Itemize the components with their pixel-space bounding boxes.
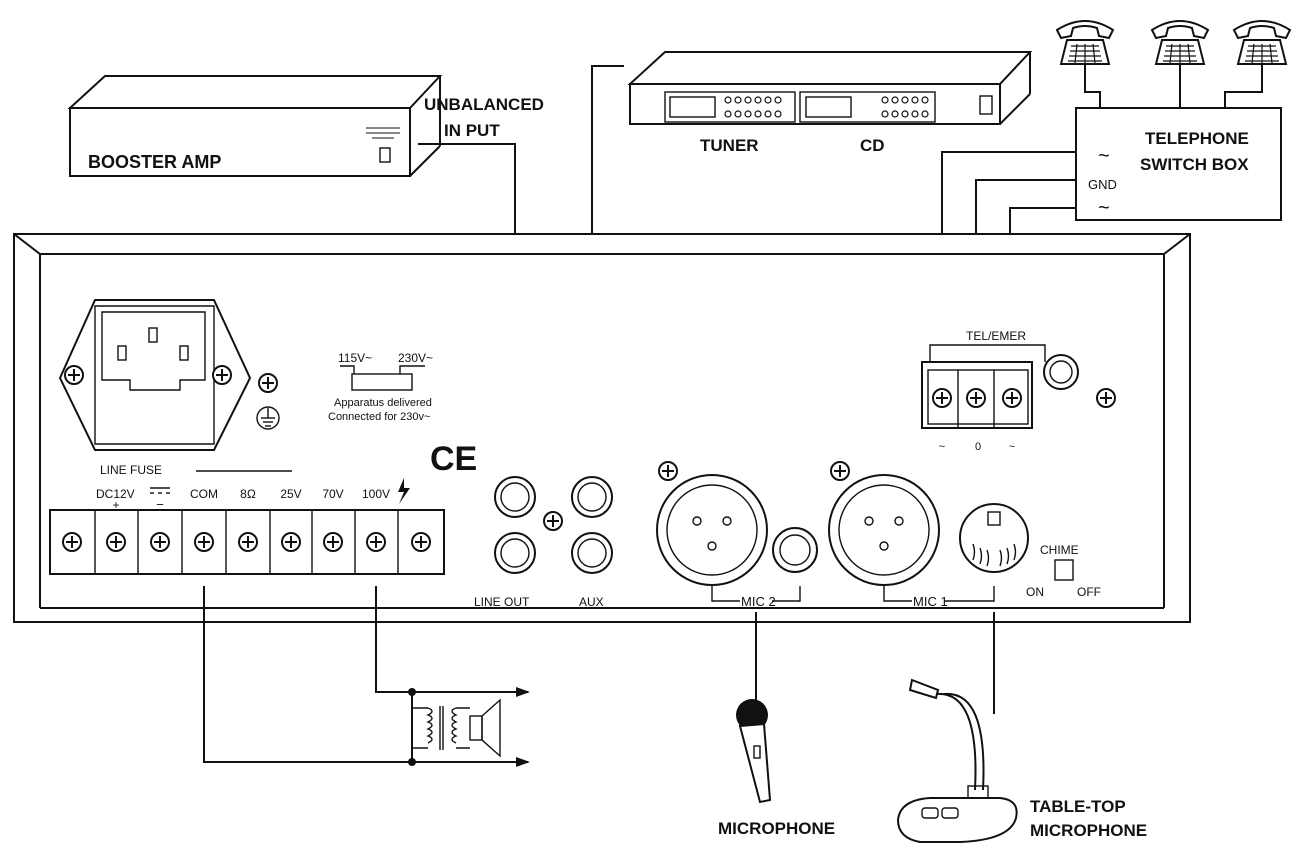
xlr-connector-icon (828, 474, 940, 586)
speaker-terminal-strip (49, 509, 445, 575)
tel-emer-jack-icon (1043, 354, 1079, 390)
din-socket-icon (959, 503, 1029, 573)
unbalanced-input-label: UNBALANCED (424, 95, 544, 114)
table-top-mic-label: TABLE-TOP (1030, 797, 1126, 816)
chime-off-label: OFF (1077, 585, 1101, 599)
voltage-selector: 115V~ 230V~ Apparatus delivered Connecte… (328, 351, 433, 423)
ground-icon (256, 406, 280, 430)
aux-label: AUX (579, 595, 604, 609)
voltage-115-label: 115V~ (338, 351, 372, 365)
apparatus-label: Apparatus delivered (334, 397, 432, 409)
mic1-screw-icon (830, 461, 850, 481)
mic2-label: MIC 2 (741, 594, 776, 609)
lightning-icon (398, 478, 410, 504)
switch-box-label-2: SWITCH BOX (1140, 155, 1249, 174)
rca-jack-icon (494, 476, 613, 574)
switch-box-tilde: ~ (1098, 145, 1110, 167)
booster-amp: BOOSTER AMP (67, 75, 443, 177)
tel-emer-terminal (921, 361, 1033, 429)
switch-box-tilde-2: ~ (1098, 197, 1110, 219)
table-top-mic-label-2: MICROPHONE (1030, 821, 1147, 840)
terminal-dc-plus: + (112, 498, 119, 512)
tel-emer-label: TEL/EMER (966, 329, 1026, 343)
terminal-100v-label: 100V (362, 487, 390, 501)
apparatus-label-2: Connected for 230v~ (328, 411, 430, 423)
unbalanced-input-label-2: IN PUT (444, 121, 500, 140)
tel-terminal-label-1: ~ (939, 441, 945, 453)
tel-terminal-label-3: ~ (1009, 441, 1015, 453)
ce-mark: CE (430, 440, 477, 478)
switch-box-gnd: GND (1088, 177, 1117, 192)
tel-terminal-label-2: 0 (975, 441, 981, 453)
switch-box-label: TELEPHONE (1145, 129, 1249, 148)
mic2-screw-icon (658, 461, 678, 481)
cd-label: CD (860, 136, 885, 155)
chime-label: CHIME (1040, 543, 1079, 557)
xlr-connector-icon (656, 474, 768, 586)
voltage-230-label: 230V~ (398, 351, 433, 365)
mic2-jack-icon (772, 527, 818, 573)
chime-on-label: ON (1026, 585, 1044, 599)
tuner-label: TUNER (700, 136, 759, 155)
tuner-cd-unit: TUNER CD (627, 51, 1033, 155)
terminal-dc12v-label: DC12V (96, 487, 135, 501)
terminal-8ohm-label: 8Ω (240, 487, 256, 501)
mic1-label: MIC 1 (913, 594, 948, 609)
terminal-25v-label: 25V (280, 487, 301, 501)
chime-switch[interactable] (1054, 559, 1074, 581)
table-top-microphone-icon (896, 678, 1018, 843)
terminal-70v-label: 70V (322, 487, 343, 501)
booster-amp-label: BOOSTER AMP (88, 152, 221, 172)
telephone-switch-box: TELEPHONE SWITCH BOX ~ GND ~ (1075, 107, 1282, 221)
microphone-label: MICROPHONE (718, 819, 835, 838)
telephone-icon (1056, 20, 1291, 65)
rca-center-screw-icon (543, 511, 563, 531)
terminal-com-label: COM (190, 487, 218, 501)
line-fuse-label: LINE FUSE (100, 463, 162, 477)
speaker-transformer-icon (412, 698, 501, 758)
ground-screw-icon (258, 373, 278, 393)
line-out-label: LINE OUT (474, 595, 530, 609)
terminal-dc-minus: − (156, 497, 164, 512)
microphone-icon (736, 699, 772, 804)
panel-screw-icon (1096, 388, 1116, 408)
power-socket-icon (58, 299, 252, 451)
dc-symbol-icon (150, 487, 170, 494)
